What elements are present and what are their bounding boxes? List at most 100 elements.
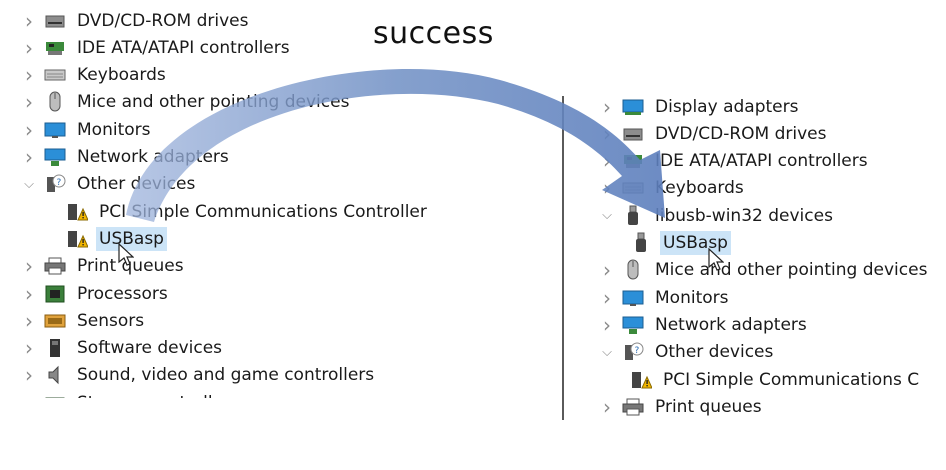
software-device-icon (44, 338, 66, 358)
tree-item[interactable]: USBasp (58, 225, 167, 252)
mouse-cursor-icon (118, 243, 134, 266)
device-manager-after-panel: ›Display adapters›DVD/CD-ROM drives›IDE … (566, 0, 946, 420)
printer-icon (44, 256, 66, 276)
tree-item[interactable]: USBasp (622, 230, 731, 257)
tree-item[interactable]: › Mice and other pointing devices (22, 89, 352, 116)
tree-item[interactable]: › IDE ATA/ATAPI controllers (600, 148, 871, 175)
tree-item-label: Monitors (655, 287, 729, 308)
chevron-right-icon[interactable]: › (25, 308, 33, 333)
mouse-cursor-icon (708, 248, 724, 271)
tree-item-label: Sensors (77, 310, 145, 331)
warning-device-icon (66, 202, 88, 222)
tree-item-label: Storage controllers (74, 391, 242, 398)
tree-item[interactable]: › Keyboards (22, 62, 169, 89)
caption-success: success (373, 16, 494, 51)
tree-item-label: Print queues (77, 256, 184, 277)
tree-item[interactable]: ⌵? Other devices (600, 339, 776, 366)
chevron-right-icon[interactable]: › (25, 145, 33, 169)
ide-controller-icon (622, 151, 644, 171)
chevron-right-icon[interactable]: › (603, 285, 611, 310)
tree-item-label: Monitors (77, 119, 151, 140)
tree-item-label: DVD/CD-ROM drives (77, 10, 249, 31)
chevron-right-icon[interactable]: › (25, 336, 33, 361)
usb-device-icon (630, 232, 652, 253)
svg-text:?: ? (635, 346, 640, 356)
monitor-icon (44, 120, 66, 140)
chevron-right-icon[interactable]: › (603, 94, 611, 119)
chevron-right-icon[interactable]: › (603, 258, 611, 283)
mouse-icon (622, 259, 644, 280)
chevron-right-icon[interactable]: › (25, 90, 33, 115)
chevron-right-icon[interactable]: › (25, 63, 33, 88)
chevron-right-icon[interactable]: › (603, 312, 611, 337)
chevron-down-icon[interactable]: ⌵ (24, 176, 34, 192)
tree-item-label: USBasp (660, 231, 731, 255)
tree-item-label: Keyboards (77, 65, 166, 86)
mouse-icon (44, 91, 66, 112)
tree-item-label: Keyboards (655, 178, 744, 199)
monitor-icon (622, 288, 644, 308)
unknown-device-icon: ? (622, 342, 644, 362)
tree-item[interactable]: ›Network adapters (600, 311, 810, 338)
dvd-drive-icon (622, 124, 644, 144)
tree-item-label: IDE ATA/ATAPI controllers (655, 151, 868, 172)
tree-item[interactable]: › Print queues (600, 393, 765, 420)
display-adapter-icon (622, 97, 644, 117)
chevron-right-icon[interactable]: › (25, 8, 33, 33)
tree-item[interactable]: › Processors (22, 280, 171, 307)
chevron-right-icon[interactable]: › (25, 254, 33, 279)
chevron-right-icon[interactable]: › (22, 391, 36, 398)
chevron-down-icon[interactable]: ⌵ (602, 208, 612, 224)
tree-item[interactable]: ⌵?Other devices (22, 171, 198, 198)
tree-item-label: IDE ATA/ATAPI controllers (77, 37, 290, 58)
tree-item-label: Mice and other pointing devices (655, 260, 928, 281)
tree-item-label: USBasp (96, 226, 167, 251)
tree-item-label: Processors (77, 283, 168, 304)
tree-item[interactable]: ›Display adapters (600, 93, 801, 120)
storage-controller-icon (44, 393, 66, 398)
tree-item[interactable]: › Sensors (22, 307, 147, 334)
tree-item[interactable]: › Monitors (600, 284, 731, 311)
tree-item[interactable]: › DVD/CD-ROM drives (600, 120, 829, 147)
tree-item[interactable]: › IDE ATA/ATAPI controllers (22, 34, 293, 61)
tree-item[interactable]: ›Network adapters (22, 144, 232, 171)
tree-item-label: libusb-win32 devices (655, 205, 833, 226)
printer-icon (622, 397, 644, 417)
speaker-icon (44, 365, 66, 385)
tree-item-label: Other devices (655, 342, 774, 363)
tree-item[interactable]: › Mice and other pointing devices (600, 257, 930, 284)
chevron-right-icon[interactable]: › (25, 281, 33, 306)
tree-item-label: Print queues (655, 396, 762, 417)
tree-item[interactable]: PCI Simple Communications Controller (58, 198, 430, 225)
chevron-right-icon[interactable]: › (603, 149, 611, 174)
ide-controller-icon (44, 38, 66, 58)
tree-item[interactable]: ⌵ libusb-win32 devices (600, 202, 836, 229)
chevron-right-icon[interactable]: › (25, 117, 33, 142)
tree-item[interactable]: PCI Simple Communications C (622, 366, 922, 393)
tree-item-label: Mice and other pointing devices (77, 92, 350, 113)
chevron-right-icon[interactable]: › (603, 176, 611, 201)
chevron-right-icon[interactable]: › (25, 35, 33, 60)
tree-item-label: Software devices (77, 338, 223, 359)
svg-text:?: ? (57, 178, 62, 188)
tree-item[interactable]: › Software devices (22, 335, 225, 362)
tree-item[interactable]: › DVD/CD-ROM drives (22, 7, 251, 34)
tree-item[interactable]: › Storage controllers (22, 389, 242, 398)
tree-item-label: Sound, video and game controllers (77, 365, 375, 386)
sensor-icon (44, 311, 66, 331)
network-adapter-icon (44, 147, 66, 167)
keyboard-icon (622, 178, 644, 198)
device-manager-before-panel: › DVD/CD-ROM drives › IDE ATA/ATAPI control… (0, 0, 556, 398)
usb-device-icon (622, 205, 644, 226)
chevron-down-icon[interactable]: ⌵ (602, 344, 612, 360)
tree-item[interactable]: › Monitors (22, 116, 153, 143)
chevron-right-icon[interactable]: › (603, 121, 611, 146)
chevron-right-icon[interactable]: › (25, 363, 33, 388)
tree-item[interactable]: › Keyboards (600, 175, 747, 202)
tree-item[interactable]: › Sound, video and game controllers (22, 362, 377, 389)
keyboard-icon (44, 65, 66, 85)
chevron-right-icon[interactable]: › (603, 394, 611, 419)
tree-item[interactable]: › Print queues (22, 253, 187, 280)
tree-item-label: DVD/CD-ROM drives (655, 123, 827, 144)
tree-item-label: PCI Simple Communications Controller (99, 201, 427, 222)
